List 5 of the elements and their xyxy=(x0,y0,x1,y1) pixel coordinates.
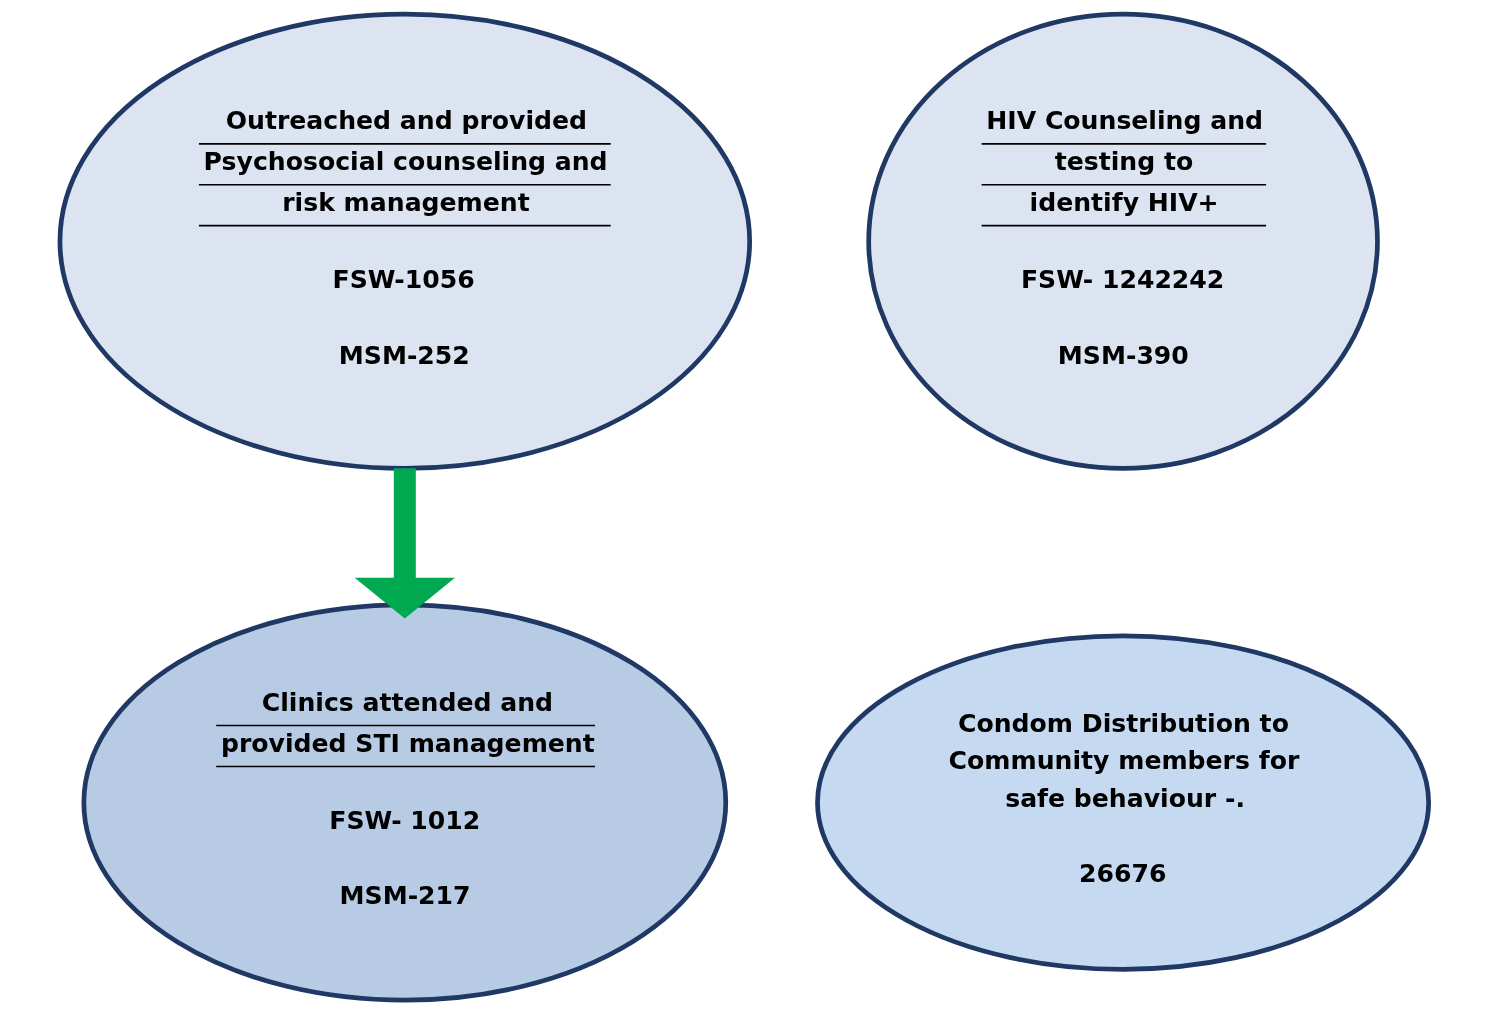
arrow xyxy=(354,468,455,619)
node-ellipse: Outreached and provided Psychosocial counseling and risk management FSW-1056 MSM-252 xyxy=(57,11,752,471)
node-ellipse: Clinics attended and provided STI management FSW- 1012 MSM-217 xyxy=(81,602,728,1003)
node-ellipse: HIV Counseling and testing to identify HIV+ FSW- 1242242 MSM-390 xyxy=(865,11,1380,471)
node-ellipse: Condom Distribution to Community members for safe behaviour -. 26676 xyxy=(814,633,1431,972)
